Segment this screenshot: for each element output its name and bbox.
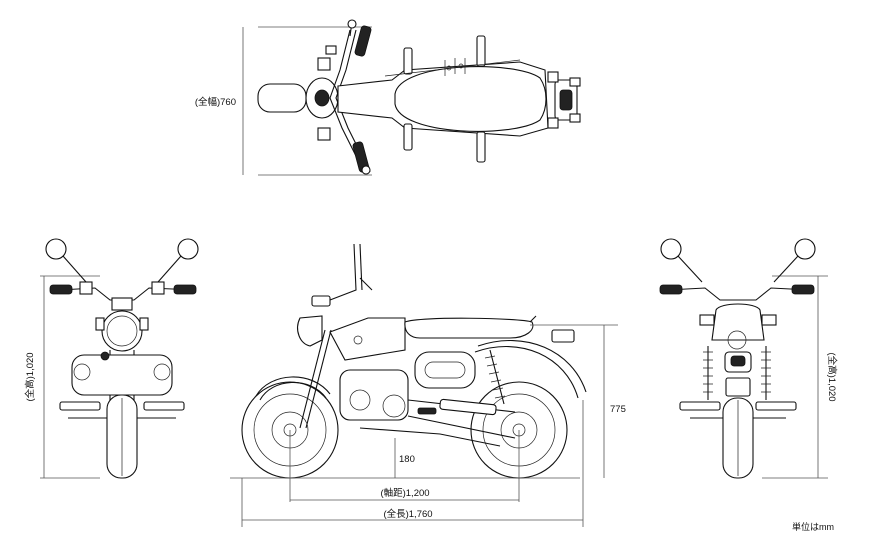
side-view: 775 180 (軸距)1,200 (全長)1,760 bbox=[230, 243, 626, 527]
seat-height-dimension-label: 775 bbox=[610, 404, 626, 415]
length-dimension-label: (全長)1,760 bbox=[383, 508, 432, 520]
rear-view: (全高)1,020 bbox=[659, 238, 838, 479]
front-height-dimension-label: (全高)1,020 bbox=[24, 352, 36, 401]
width-dimension-label: (全幅)760 bbox=[195, 96, 236, 108]
top-view: (全幅)760 bbox=[195, 19, 581, 176]
units-note: 単位はmm bbox=[792, 521, 834, 532]
rear-height-dimension-label: (全高)1,020 bbox=[826, 352, 838, 401]
front-view: (全高)1,020 bbox=[24, 238, 199, 479]
wheelbase-dimension-label: (軸距)1,200 bbox=[380, 487, 429, 499]
ground-clearance-dimension-label: 180 bbox=[399, 454, 415, 465]
